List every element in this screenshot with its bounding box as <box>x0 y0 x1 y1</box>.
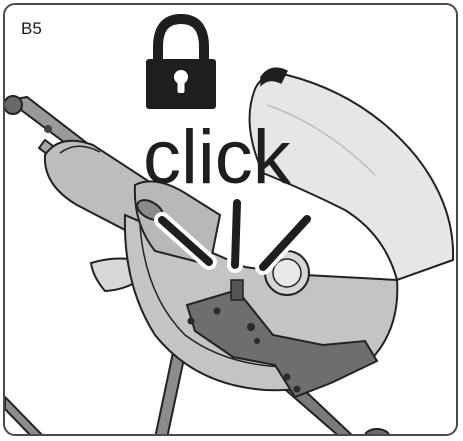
step-label: B5 <box>21 19 42 39</box>
car-seat-click-illustration: click <box>5 5 458 436</box>
lock-latch <box>231 280 243 300</box>
click-label: click <box>143 115 292 200</box>
padlock-closed-icon <box>146 19 216 109</box>
instruction-panel: B5 <box>3 3 458 436</box>
